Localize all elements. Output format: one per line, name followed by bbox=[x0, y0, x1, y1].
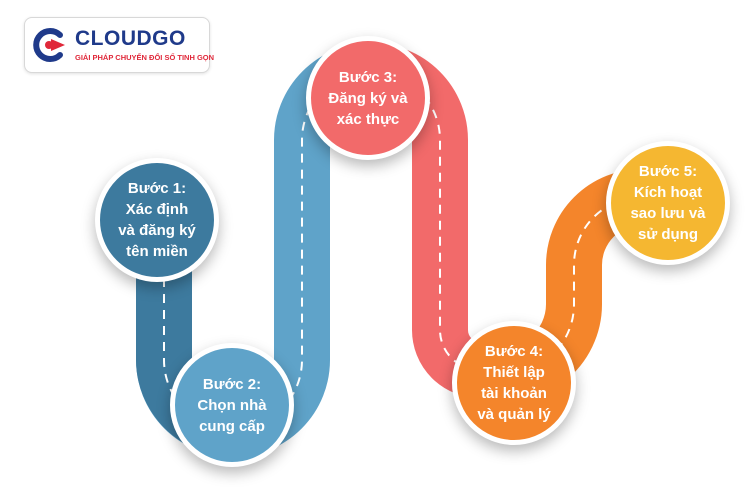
step-5-circle: Bước 5: Kích hoạt sao lưu và sử dụng bbox=[606, 141, 730, 265]
cloudgo-logo-icon bbox=[33, 28, 65, 62]
step-3-line-2: xác thực bbox=[336, 110, 400, 128]
step-4-circle: Bước 4: Thiết lập tài khoản và quản lý bbox=[452, 321, 576, 445]
step-4-line-1: Thiết lập bbox=[483, 364, 545, 381]
step-4-line-2: tài khoản bbox=[481, 385, 547, 402]
step-1-circle: Bước 1: Xác định và đăng ký tên miền bbox=[95, 158, 219, 282]
step-2-line-1: Chọn nhà bbox=[197, 396, 267, 414]
step-1-title: Bước 1: bbox=[127, 180, 187, 197]
step-3-title: Bước 3: bbox=[338, 68, 398, 86]
step-1-line-3: tên miền bbox=[126, 243, 188, 260]
step-5-line-1: Kích hoạt bbox=[633, 184, 703, 201]
step-4-line-3: và quản lý bbox=[477, 406, 551, 423]
step-2-circle: Bước 2: Chọn nhà cung cấp bbox=[170, 343, 294, 467]
step-3-circle: Bước 3: Đăng ký và xác thực bbox=[306, 36, 430, 160]
step-1-line-2: và đăng ký bbox=[118, 222, 196, 239]
step-1-line-1: Xác định bbox=[125, 201, 189, 218]
step-5-title: Bước 5: bbox=[638, 163, 698, 180]
step-2-title: Bước 2: bbox=[202, 375, 262, 393]
step-5-line-3: sử dụng bbox=[637, 226, 699, 243]
step-5-line-2: sao lưu và bbox=[630, 205, 706, 222]
brand-tagline: GIẢI PHÁP CHUYỂN ĐỔI SỐ TINH GỌN bbox=[75, 53, 215, 62]
step-3-line-1: Đăng ký và bbox=[328, 89, 408, 107]
brand-name: CLOUDGO bbox=[75, 27, 186, 50]
step-2-line-2: cung cấp bbox=[199, 417, 265, 435]
step-4-title: Bước 4: bbox=[484, 343, 544, 360]
cloudgo-logo: CLOUDGO GIẢI PHÁP CHUYỂN ĐỔI SỐ TINH GỌN bbox=[24, 17, 214, 73]
